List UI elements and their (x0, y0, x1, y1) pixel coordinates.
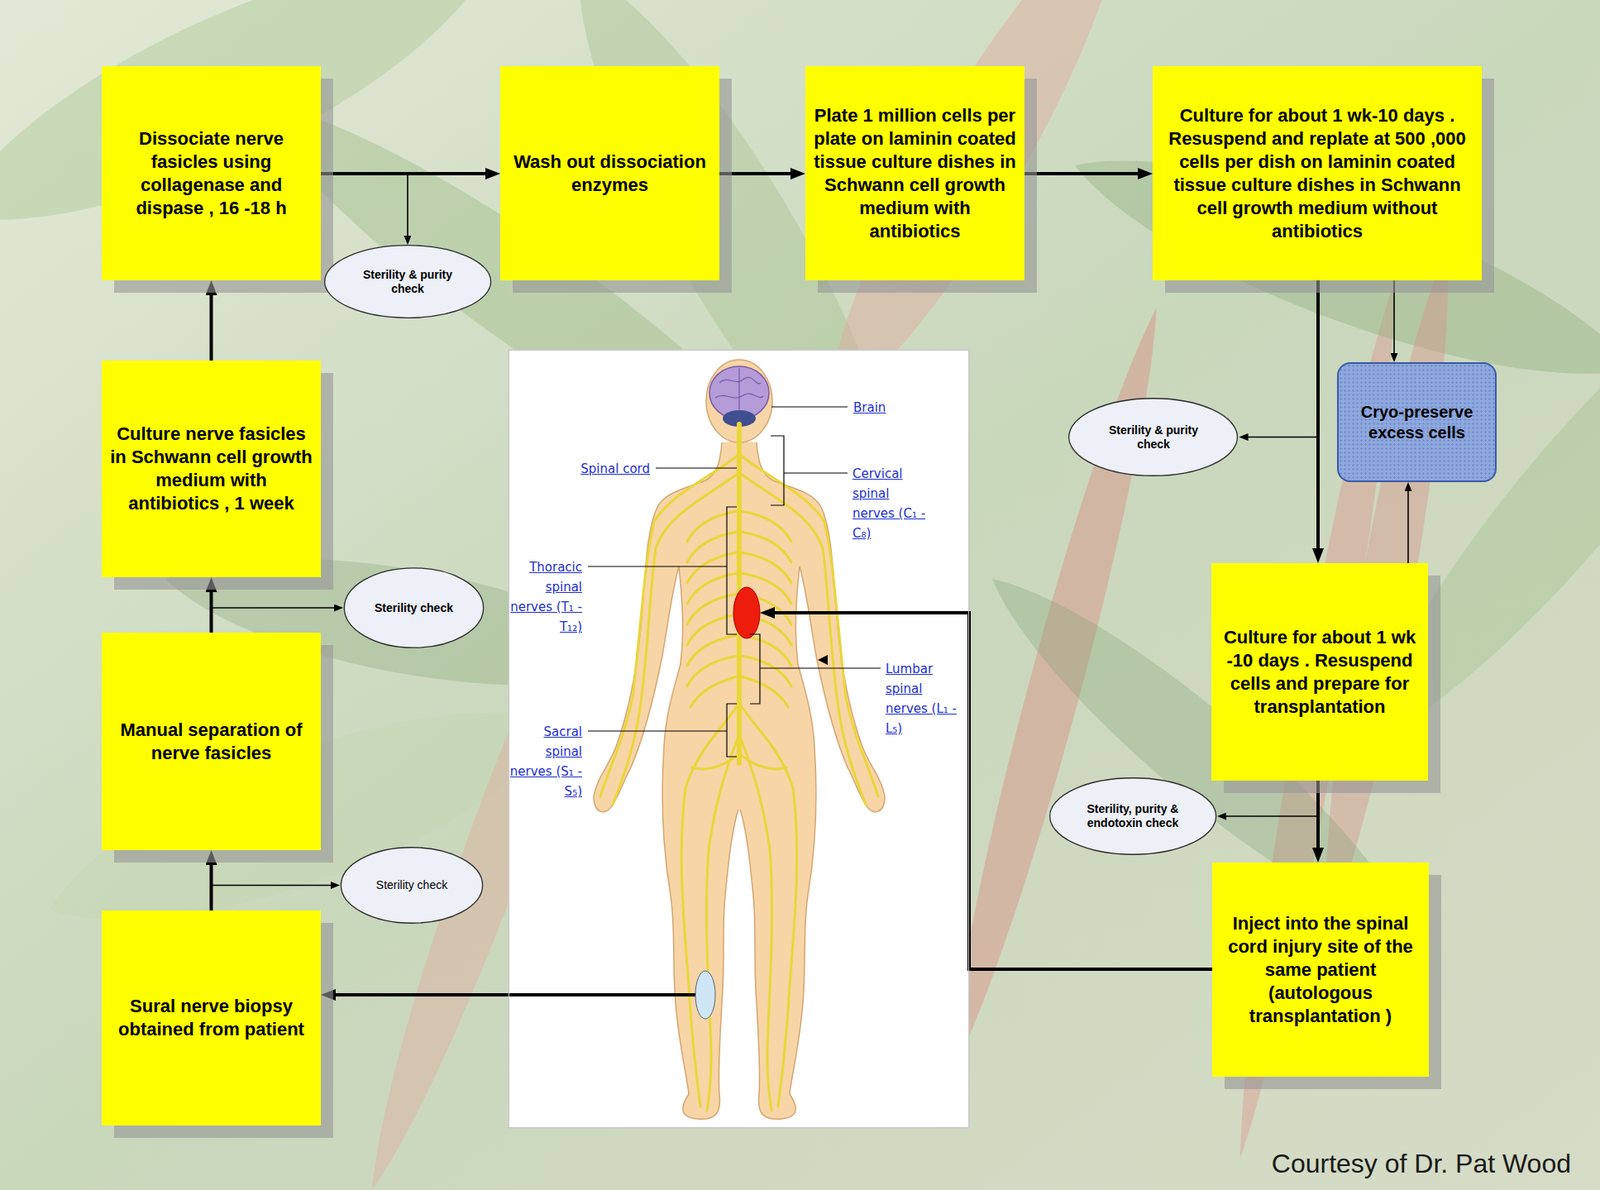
flow-arrow (1222, 780, 1319, 817)
check-ellipse: Sterility & purity check (1067, 397, 1239, 477)
check-text: Sterility check (374, 601, 454, 616)
body-illustration (740, 738, 773, 1111)
process-box: Wash out dissociation enzymes (500, 66, 720, 281)
step-text: Manual separation of nerve fasicles (109, 718, 313, 765)
illustration-panel: BrainSpinal cord Cervical spinal nerves (… (508, 349, 970, 1128)
leader-line (587, 406, 881, 757)
label-holder: Thoracic spinal nerves (T₁ - T₁₂) (509, 557, 583, 637)
leader-line (749, 634, 881, 704)
leader-line (587, 703, 737, 757)
step-text: Culture nerve fasicles in Schwann cell g… (109, 422, 313, 516)
ellipse-outline (340, 847, 483, 924)
body-illustration (740, 455, 879, 1111)
flow-arrow (719, 171, 798, 176)
step-text: Inject into the spinal cord injury site … (1220, 912, 1421, 1028)
flow-arrow (210, 858, 214, 911)
anatomy-label: Cervical spinal nerves (C₁ - C₈) (852, 463, 929, 544)
process-box: Plate 1 million cells per plate on lamin… (805, 66, 1025, 281)
check-text: Sterility & purity check (352, 267, 464, 297)
flow-arrow (1316, 780, 1320, 855)
leader-line (655, 467, 737, 469)
step-text: Culture for about 1 wk-10 days . Resuspe… (1160, 104, 1474, 244)
flow-arrow (320, 173, 408, 240)
flow-arrow (320, 171, 492, 176)
process-box: Culture nerve fasicles in Schwann cell g… (101, 360, 321, 578)
flow-arrow (1407, 487, 1409, 564)
step-text: Dissociate nerve fasicles using collagen… (109, 127, 313, 220)
biopsy-site (695, 970, 716, 1019)
process-box: Dissociate nerve fasicles using collagen… (101, 66, 321, 281)
leader-line (587, 506, 737, 635)
process-box: Culture for about 1 wk-10 days . Resuspe… (1152, 66, 1482, 281)
storage-text: Cryo-preserve excess cells (1346, 401, 1487, 444)
body-illustration (593, 440, 740, 1119)
flow-arrow (210, 585, 214, 633)
ellipse-outline (324, 245, 491, 319)
flow-arrow (329, 993, 696, 997)
body-illustration (740, 635, 792, 666)
leader-line (771, 405, 848, 407)
body-illustration (740, 442, 885, 1119)
credit-label: Courtesy of Dr. Pat Wood (1271, 1147, 1572, 1180)
anatomy-label: Thoracic spinal nerves (T₁ - T₁₂) (509, 557, 583, 637)
body-illustration (740, 511, 792, 542)
step-text: Culture for about 1 wk -10 days . Resusp… (1219, 625, 1420, 719)
flow-arrow (210, 288, 214, 361)
body-illustration (740, 552, 792, 583)
process-box: Inject into the spinal cord injury site … (1212, 862, 1429, 1077)
check-text: Sterility check (376, 878, 448, 893)
flow-arrow (1024, 171, 1145, 176)
leader-line (770, 435, 848, 506)
label-holder: Brain (853, 397, 886, 418)
flow-arrow (211, 885, 336, 912)
body-illustration (740, 531, 792, 563)
check-ellipse: Sterility check (343, 567, 485, 649)
label-holder: Courtesy of Dr. Pat Wood (1271, 1147, 1572, 1180)
body-illustration (715, 367, 764, 410)
process-box: Sural nerve biopsy obtained from patient (101, 910, 321, 1126)
anatomy-label: Brain (853, 397, 886, 418)
label-holder: Spinal cord (580, 458, 650, 479)
body-illustration (740, 754, 787, 769)
flow-arrow (1244, 280, 1319, 438)
step-text: Plate 1 million cells per plate on lamin… (813, 104, 1017, 244)
step-text: Wash out dissociation enzymes (508, 150, 712, 197)
check-text: Sterility, purity & endotoxin check (1077, 802, 1189, 831)
check-text: Sterility & purity check (1097, 423, 1210, 452)
anatomy-label: Spinal cord (580, 458, 650, 479)
ellipse-outline (1049, 778, 1216, 855)
step-text: Sural nerve biopsy obtained from patient (109, 994, 313, 1042)
check-ellipse: Sterility & purity check (323, 244, 492, 319)
check-ellipse: Sterility, purity & endotoxin check (1048, 777, 1218, 855)
body-illustration (739, 440, 885, 1119)
flow-arrow (1393, 280, 1395, 358)
flow-arrow (211, 607, 340, 633)
process-box: Culture for about 1 wk -10 days . Resusp… (1211, 563, 1429, 781)
body-illustration (740, 676, 789, 707)
check-ellipse: Sterility check (339, 846, 484, 924)
ellipse-outline (1069, 398, 1238, 476)
pointer-symbol (817, 654, 828, 665)
storage-box: Cryo-preserve excess cells (1337, 362, 1497, 483)
injury-site (733, 587, 760, 639)
flow-arrow (1316, 280, 1320, 555)
body-illustration (739, 440, 885, 1119)
anatomy-label: Sacral spinal nerves (S₁ - S₅) (509, 721, 583, 802)
anatomy-label: Lumbar spinal nerves (L₁ - L₅) (885, 659, 962, 739)
label-holder: Lumbar spinal nerves (L₁ - L₅) (885, 659, 962, 739)
ellipse-outline (343, 568, 483, 648)
panel-ground (508, 349, 970, 1128)
label-holder: Cervical spinal nerves (C₁ - C₈) (852, 463, 929, 544)
process-box: Manual separation of nerve fasicles (101, 632, 321, 851)
label-holder: Sacral spinal nerves (S₁ - S₅) (509, 721, 583, 802)
body-illustration (740, 655, 792, 687)
